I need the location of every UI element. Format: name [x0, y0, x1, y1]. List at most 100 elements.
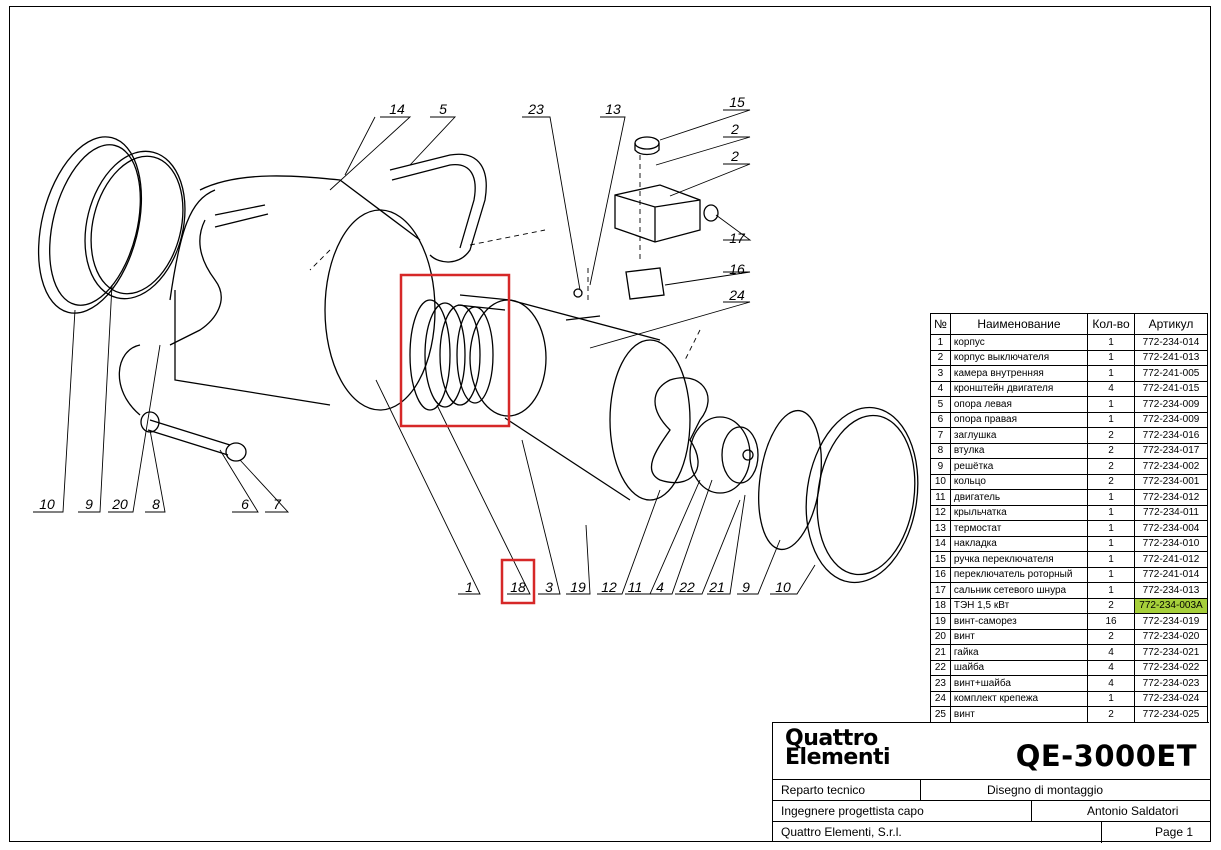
heating-element-part — [409, 294, 511, 411]
callout-9-right: 9 — [742, 579, 750, 595]
callout-13: 13 — [605, 101, 621, 117]
assembly-guides — [309, 155, 701, 361]
title-row-department: Reparto tecnico Disegno di montaggio — [773, 779, 1210, 801]
callout-11: 11 — [628, 579, 643, 595]
part-article: 772-234-023 — [1134, 675, 1208, 692]
callout-24: 24 — [728, 287, 745, 303]
support-left-part — [389, 153, 487, 263]
part-name: комплект крепежа — [949, 690, 1089, 707]
title-row-company: Quattro Elementi, S.r.l. Page 1 — [773, 821, 1210, 843]
header-name: Наименование — [949, 313, 1089, 335]
callout-21: 21 — [708, 579, 725, 595]
logo-line-2: Elementi — [785, 745, 891, 770]
row-number: 2 — [930, 349, 951, 366]
part-quantity: 4 — [1087, 380, 1135, 397]
row-number: 21 — [930, 644, 951, 661]
part-name: сальник сетевого шнура — [949, 582, 1089, 599]
row-number: 9 — [930, 458, 951, 475]
part-quantity: 2 — [1087, 442, 1135, 459]
company-logo: Quattro Elementi — [785, 728, 891, 770]
row-number: 23 — [930, 675, 951, 692]
part-name: переключатель роторный — [949, 566, 1089, 583]
row-number: 25 — [930, 706, 951, 723]
row-number: 24 — [930, 690, 951, 707]
company-name-label: Quattro Elementi, S.r.l. — [781, 825, 902, 839]
motor-part — [689, 416, 759, 494]
part-article: 772-234-021 — [1134, 644, 1208, 661]
part-name: заглушка — [949, 427, 1089, 444]
engineer-name-label: Antonio Saldatori — [1087, 804, 1179, 818]
part-article: 772-234-014 — [1134, 334, 1208, 351]
switch-knob-part — [634, 136, 660, 156]
callout-4: 4 — [656, 579, 664, 595]
part-name: камера внутренняя — [949, 365, 1089, 382]
switch-housing-part — [614, 184, 701, 243]
part-article: 772-234-009 — [1134, 411, 1208, 428]
callout-5: 5 — [439, 101, 447, 117]
row-number: 13 — [930, 520, 951, 537]
row-number: 20 — [930, 628, 951, 645]
callout-10-right: 10 — [775, 579, 791, 595]
callout-18-highlight — [500, 558, 536, 605]
callout-6: 6 — [241, 496, 249, 512]
row-number: 15 — [930, 551, 951, 568]
row-number: 1 — [930, 334, 951, 351]
part-quantity: 1 — [1087, 411, 1135, 428]
row-number: 12 — [930, 504, 951, 521]
row-number: 18 — [930, 597, 951, 614]
heating-element-highlight — [399, 273, 511, 428]
part-quantity: 2 — [1087, 628, 1135, 645]
part-quantity: 1 — [1087, 520, 1135, 537]
part-article: 772-241-015 — [1134, 380, 1208, 397]
drawing-type-label: Disegno di montaggio — [987, 783, 1104, 797]
part-name: шайба — [949, 659, 1089, 676]
part-name: корпус — [949, 334, 1089, 351]
right-grille-part — [758, 409, 822, 551]
housing-part — [169, 175, 436, 411]
part-name: крыльчатка — [949, 504, 1089, 521]
part-name: опора левая — [949, 396, 1089, 413]
callout-16: 16 — [729, 261, 745, 277]
part-quantity: 1 — [1087, 489, 1135, 506]
part-name: ручка переключателя — [949, 551, 1089, 568]
part-article: 772-241-005 — [1134, 365, 1208, 382]
engineer-role-label: Ingegnere progettista capo — [781, 804, 924, 818]
part-quantity: 1 — [1087, 396, 1135, 413]
page-label: Page 1 — [1155, 825, 1194, 839]
left-ring-part — [37, 136, 143, 314]
part-quantity: 1 — [1087, 566, 1135, 583]
right-ring-part — [805, 406, 919, 584]
model-number: QE-3000ET — [1015, 739, 1197, 773]
inner-chamber-part — [469, 299, 691, 501]
part-quantity: 2 — [1087, 473, 1135, 490]
part-quantity: 2 — [1087, 458, 1135, 475]
callout-22: 22 — [678, 579, 695, 595]
rotary-switch-part — [625, 267, 665, 300]
table-header-row: № Наименование Кол-во Артикул — [930, 313, 1208, 335]
impeller-part — [650, 377, 709, 484]
callout-12: 12 — [601, 579, 617, 595]
part-quantity: 2 — [1087, 427, 1135, 444]
part-name: корпус выключателя — [949, 349, 1089, 366]
row-number: 16 — [930, 566, 951, 583]
part-article: 772-234-002 — [1134, 458, 1208, 475]
part-quantity: 1 — [1087, 535, 1135, 552]
part-article: 772-234-022 — [1134, 659, 1208, 676]
part-quantity: 4 — [1087, 659, 1135, 676]
part-name: винт — [949, 706, 1089, 723]
callout-9-left: 9 — [85, 496, 93, 512]
row-number: 11 — [930, 489, 951, 506]
part-name: двигатель — [949, 489, 1089, 506]
part-article: 772-234-013 — [1134, 582, 1208, 599]
